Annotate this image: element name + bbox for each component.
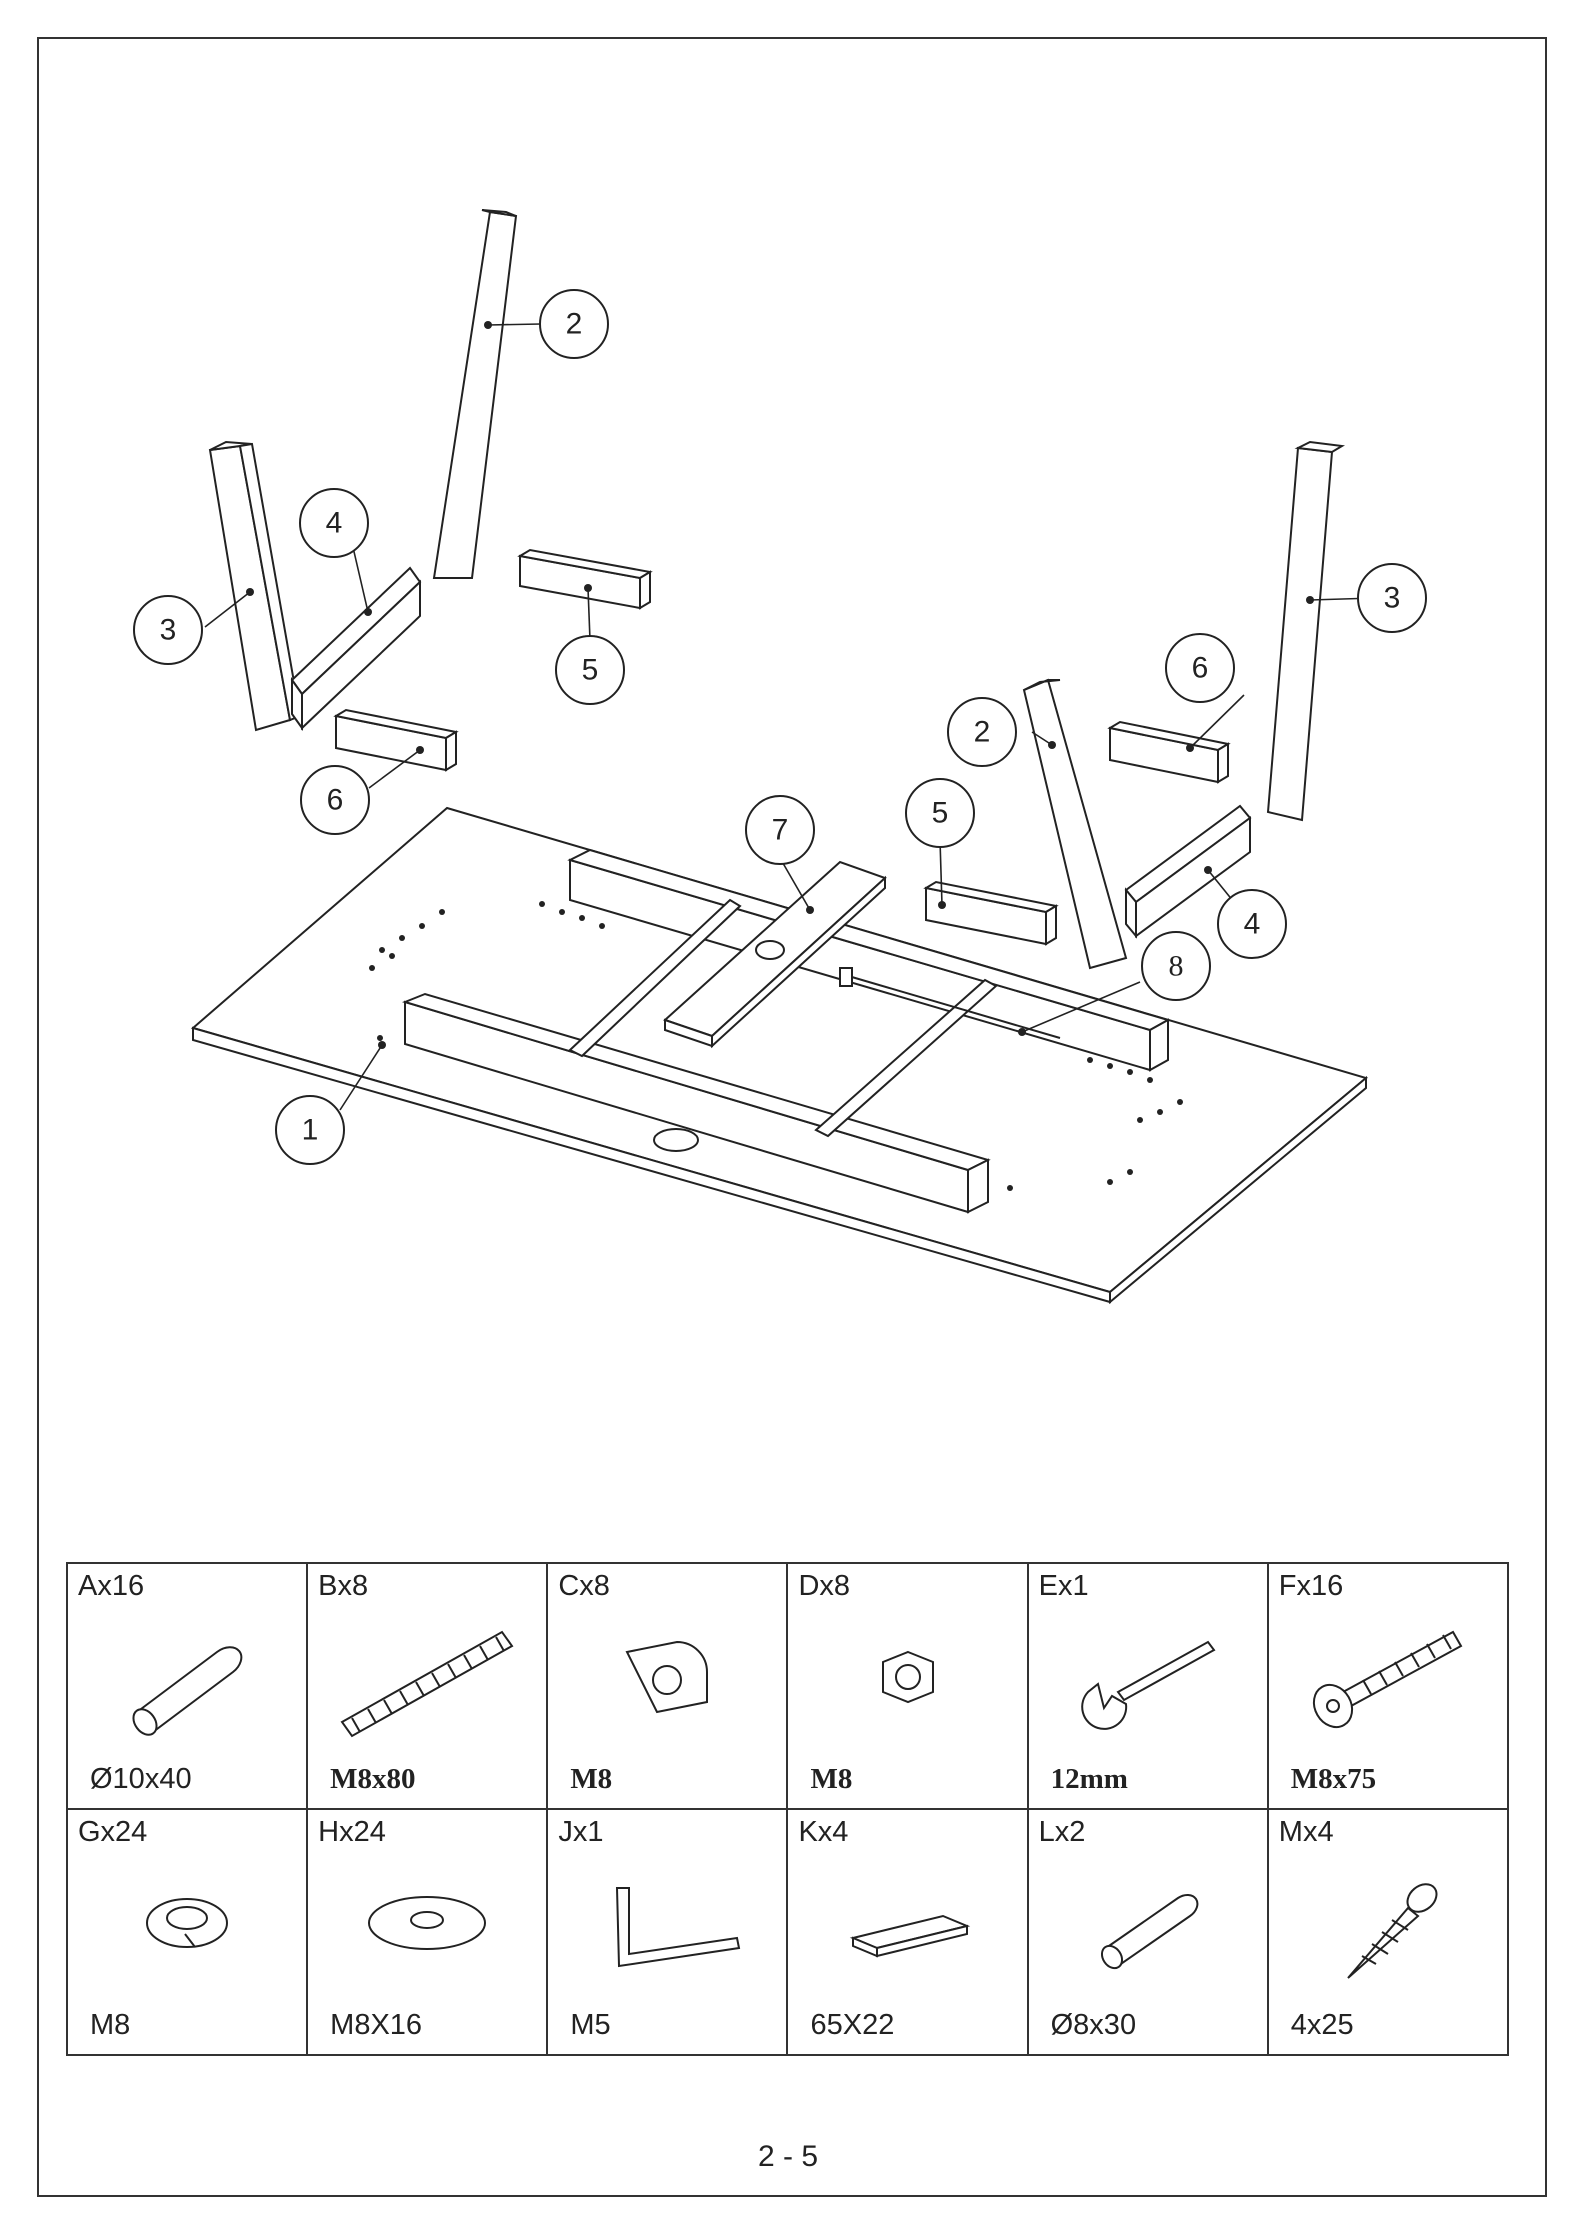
part-code: Ax16	[78, 1570, 144, 1603]
part-spec: Ø10x40	[90, 1763, 192, 1796]
page-number: 2 - 5	[0, 2140, 1576, 2174]
callout-2a-label: 2	[566, 308, 583, 341]
dowel-icon	[1078, 1868, 1218, 1978]
part-spec: 12mm	[1051, 1763, 1128, 1796]
part-code: Hx24	[318, 1816, 386, 1849]
part-code: Mx4	[1279, 1816, 1334, 1849]
barrel-nut-icon	[607, 1622, 727, 1732]
callout-4a-label: 4	[326, 507, 343, 540]
part-code: Ex1	[1039, 1570, 1089, 1603]
part-cell-l: Lx2 Ø8x30	[1028, 1809, 1268, 2055]
part-spec: M8x80	[330, 1763, 415, 1796]
part-code: Jx1	[558, 1816, 603, 1849]
bolt-icon	[1303, 1622, 1473, 1742]
flat-washer-icon	[357, 1868, 497, 1978]
leg-3-right-part	[1268, 448, 1332, 820]
part-cell-k: Kx4 65X22	[787, 1809, 1027, 2055]
part-spec: 65X22	[810, 2009, 894, 2042]
part-cell-m: Mx4 4x25	[1268, 1809, 1508, 2055]
part-spec: M8	[810, 1763, 852, 1796]
threaded-rod-icon	[332, 1622, 522, 1742]
shim-icon	[833, 1868, 983, 1978]
part-code: Bx8	[318, 1570, 368, 1603]
hex-nut-icon	[853, 1622, 963, 1732]
callout-7-label: 7	[772, 814, 789, 847]
part-code: Cx8	[558, 1570, 610, 1603]
part-spec: M8	[570, 1763, 612, 1796]
wrench-icon	[1068, 1622, 1228, 1732]
part-cell-j: Jx1 M5	[547, 1809, 787, 2055]
part-code: Kx4	[798, 1816, 848, 1849]
part-cell-f: Fx16 M8x75	[1268, 1563, 1508, 1809]
callout-6b-label: 6	[1192, 652, 1209, 685]
part-spec: Ø8x30	[1051, 2009, 1136, 2042]
part-cell-e: Ex1 12mm	[1028, 1563, 1268, 1809]
hardware-parts-table: Ax16 Ø10x40 Bx8 M8x80 Cx8 M8 Dx8	[66, 1562, 1509, 2056]
part-cell-d: Dx8 M8	[787, 1563, 1027, 1809]
part-code: Fx16	[1279, 1570, 1343, 1603]
dowel-icon	[117, 1622, 257, 1742]
part-spec: M5	[570, 2009, 610, 2042]
callout-2b-label: 2	[974, 716, 991, 749]
part-spec: M8	[90, 2009, 130, 2042]
part-cell-b: Bx8 M8x80	[307, 1563, 547, 1809]
exploded-assembly-diagram: 1 2 2 3 3 4 4 5 5 6 6 7 8	[0, 0, 1576, 1540]
part-spec: 4x25	[1291, 2009, 1354, 2042]
callout-4b-label: 4	[1244, 908, 1261, 941]
part-spec: M8x75	[1291, 1763, 1376, 1796]
part-code: Gx24	[78, 1816, 147, 1849]
part-cell-c: Cx8 M8	[547, 1563, 787, 1809]
part-spec: M8X16	[330, 2009, 422, 2042]
part-cell-h: Hx24 M8X16	[307, 1809, 547, 2055]
allen-key-icon	[587, 1868, 747, 1978]
callout-3a-label: 3	[160, 614, 177, 647]
callout-3b-label: 3	[1384, 582, 1401, 615]
callout-5a-label: 5	[582, 654, 599, 687]
part-cell-a: Ax16 Ø10x40	[67, 1563, 307, 1809]
spring-washer-icon	[127, 1868, 247, 1978]
callout-6a-label: 6	[327, 784, 344, 817]
part-cell-g: Gx24 M8	[67, 1809, 307, 2055]
leg-2-left-part	[434, 212, 516, 578]
wood-screw-icon	[1318, 1868, 1458, 1988]
callout-5b-label: 5	[932, 797, 949, 830]
part-code: Lx2	[1039, 1816, 1086, 1849]
callout-1-label: 1	[302, 1114, 319, 1147]
callout-8-label: 8	[1169, 950, 1184, 983]
part-code: Dx8	[798, 1570, 850, 1603]
